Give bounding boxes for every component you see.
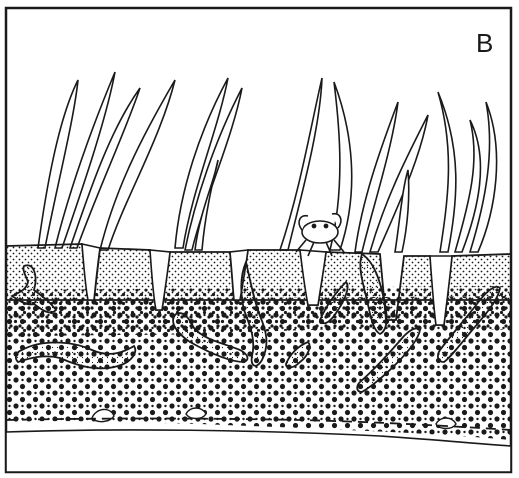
panel-label: B <box>476 28 493 58</box>
crab-eye <box>312 224 315 227</box>
crab-carapace <box>302 221 338 243</box>
shell-fragment <box>436 418 456 429</box>
crab-eye <box>324 224 327 227</box>
shell-fragment <box>186 408 206 419</box>
